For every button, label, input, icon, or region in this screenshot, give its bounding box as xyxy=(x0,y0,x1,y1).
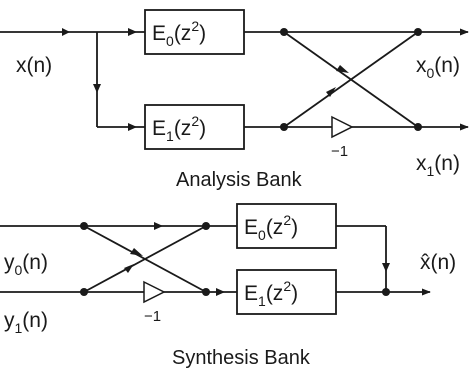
synthesis-filter-e1-label: E1(z2) xyxy=(244,278,298,309)
synthesis-bank: −1 E0(z2) E1(z2) y0(n) y1(n) x̂(n) Synth… xyxy=(0,203,456,369)
arrow-icon xyxy=(124,264,134,273)
node-dot xyxy=(202,288,210,296)
synthesis-gain-label: −1 xyxy=(144,308,161,325)
analysis-bank-title: Analysis Bank xyxy=(176,169,303,191)
analysis-filter-e1 xyxy=(144,104,245,150)
node-dot xyxy=(382,288,390,296)
node-dot xyxy=(414,28,422,36)
synthesis-filter-e0-label: E0(z2) xyxy=(244,212,298,243)
analysis-output-top-label: x0(n) xyxy=(416,54,460,81)
arrow-icon xyxy=(128,28,137,36)
analysis-cross-up xyxy=(283,31,419,128)
node-dot xyxy=(202,222,210,230)
arrow-icon xyxy=(154,222,163,230)
synthesis-gain-triangle xyxy=(143,280,166,304)
arrow-icon xyxy=(93,84,101,93)
analysis-filter-e0-label: E0(z2) xyxy=(152,18,206,49)
node-dot xyxy=(414,123,422,131)
analysis-input-label: x(n) xyxy=(16,54,52,77)
analysis-filter-e0 xyxy=(144,9,245,55)
node-dot xyxy=(80,288,88,296)
analysis-gain-triangle xyxy=(331,115,354,139)
arrow-icon xyxy=(128,123,137,131)
analysis-bank: E0(z2) E1(z2) −1 x(n) x0(n) x1(n) Analys… xyxy=(0,9,469,191)
arrow-icon xyxy=(336,65,349,73)
synthesis-bank-title: Synthesis Bank xyxy=(172,347,311,369)
synthesis-input-top-label: y0(n) xyxy=(4,251,48,278)
synthesis-output-label: x̂(n) xyxy=(420,251,456,274)
node-dot xyxy=(280,123,288,131)
arrow-icon xyxy=(382,263,390,272)
arrow-icon xyxy=(130,248,143,256)
analysis-gain-label: −1 xyxy=(331,143,348,160)
synthesis-cross-up xyxy=(83,225,207,293)
arrow-icon xyxy=(216,288,225,296)
node-dot xyxy=(80,222,88,230)
synthesis-input-bottom-label: y1(n) xyxy=(4,309,48,336)
node-dot xyxy=(280,28,288,36)
analysis-output-bottom-label: x1(n) xyxy=(416,152,460,179)
arrow-icon xyxy=(62,28,70,36)
analysis-filter-e1-label: E1(z2) xyxy=(152,113,206,144)
arrow-icon xyxy=(326,87,336,97)
